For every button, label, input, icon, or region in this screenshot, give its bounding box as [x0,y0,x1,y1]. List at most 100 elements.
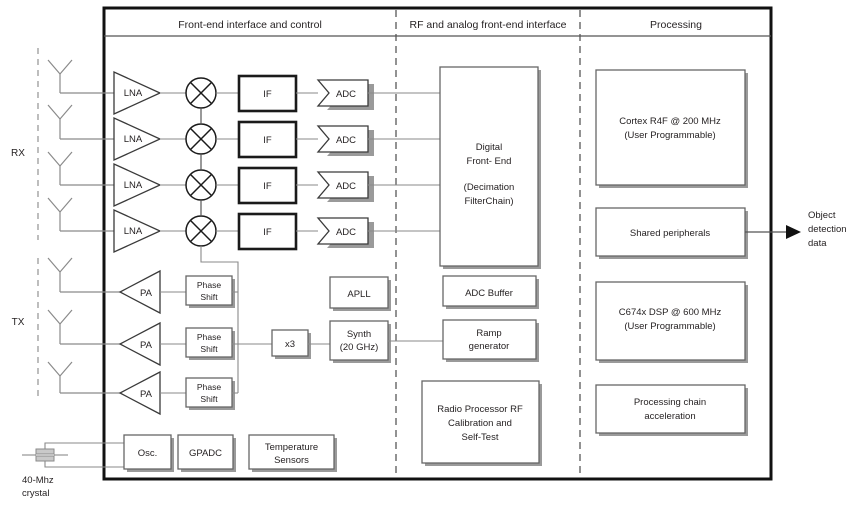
proc-chain-line2: acceleration [644,411,695,422]
mixer-2 [185,123,217,155]
adc-buffer-block: ADC Buffer [442,275,539,309]
cortex-line2: (User Programmable) [624,130,715,141]
radio-proc-line3: Self-Test [462,432,499,443]
multiplier-x3-block: x3 [271,329,311,359]
adc-2-label: ADC [336,135,356,146]
synth-line2: (20 GHz) [340,342,379,353]
ps-2-line1: Phase [197,332,222,342]
if-3-label: IF [263,181,272,192]
tx-antenna-2 [47,309,122,345]
if-2-label: IF [263,135,272,146]
output-line1: Object [808,210,836,221]
lna-3-label: LNA [124,180,143,191]
digital-front-end-block: Digital Front- End (Decimation FilterCha… [439,66,541,269]
adc-4-label: ADC [336,227,356,238]
output-line3: data [808,238,827,249]
chip-boundary [102,6,773,481]
adc-1-label: ADC [336,89,356,100]
adc-4: ADC [316,217,374,248]
apll-label: APLL [347,289,370,300]
dsp-block: C674x DSP @ 600 MHz (User Programmable) [595,281,748,363]
cortex-line1: Cortex R4F @ 200 MHz [619,116,721,127]
mixer-4 [185,215,217,247]
pa-3-label: PA [140,389,153,400]
temperature-sensors-block: Temperature Sensors [248,434,337,472]
ps-3-line2: Shift [200,394,218,404]
apll-block: APLL [329,276,391,311]
dfe-line2: Front- End [467,156,512,167]
if-4-label: IF [263,227,272,238]
osc-block: Osc. [123,434,174,472]
phase-shift-1: Phase Shift [185,275,235,308]
osc-label: Osc. [138,448,158,459]
lna-1-label: LNA [124,88,143,99]
processing-chain-block: Processing chain acceleration [595,384,748,436]
lna-3: LNA [113,162,162,208]
dfe-line1: Digital [476,142,502,153]
dfe-line4: FilterChain) [464,196,513,207]
temp-line1: Temperature [265,442,318,453]
dfe-line3: (Decimation [464,182,515,193]
dsp-line1: C674x DSP @ 600 MHz [619,307,722,318]
tx-antenna-1 [47,257,122,293]
ramp-generator-block: Ramp generator [442,319,539,362]
radio-proc-line2: Calibration and [448,418,512,429]
synth-block: Synth (20 GHz) [329,320,391,363]
x3-label: x3 [285,339,295,350]
if-block-3: IF [237,166,298,205]
lna-1: LNA [113,70,162,116]
crystal-line1: 40-Mhz [22,475,54,486]
lna-2: LNA [113,116,162,162]
crystal-symbol-icon [22,442,124,468]
pa-3: PA [118,370,161,416]
adc-2: ADC [316,125,374,156]
adc-buffer-label: ADC Buffer [465,288,513,299]
if-1-label: IF [263,89,272,100]
dsp-line2: (User Programmable) [624,321,715,332]
crystal-line2: crystal [22,488,49,499]
section-title-front-end: Front-end interface and control [178,19,322,31]
lna-4: LNA [113,208,162,254]
ramp-line2: generator [469,341,510,352]
mixer-3 [185,169,217,201]
pa-1: PA [118,269,161,315]
gpadc-block: GPADC [177,434,236,472]
proc-chain-line1: Processing chain [634,397,706,408]
tx-antenna-3 [47,361,122,394]
shared-peripherals-label: Shared peripherals [630,228,711,239]
pa-2: PA [118,321,161,367]
mixer-1 [185,77,217,109]
output-arrow-icon [786,225,801,239]
ps-1-line1: Phase [197,280,222,290]
ps-1-line2: Shift [200,292,218,302]
if-block-4: IF [237,212,298,251]
if-block-1: IF [237,74,298,113]
label-rx: RX [11,148,25,159]
phase-shift-2: Phase Shift [185,327,235,360]
adc-3: ADC [316,171,374,202]
section-title-rf-analog: RF and analog front-end interface [409,19,566,31]
pa-2-label: PA [140,340,153,351]
gpadc-label: GPADC [189,448,222,459]
temp-line2: Sensors [274,455,309,466]
phase-shift-3: Phase Shift [185,377,235,410]
ramp-line1: Ramp [476,328,501,339]
section-title-processing: Processing [650,19,702,31]
output-line2: detection [808,224,847,235]
cortex-r4f-block: Cortex R4F @ 200 MHz (User Programmable) [595,69,748,188]
radio-proc-line1: Radio Processor RF [437,404,523,415]
radio-processor-block: Radio Processor RF Calibration and Self-… [421,380,542,466]
label-tx: TX [12,317,25,328]
ps-3-line1: Phase [197,382,222,392]
pa-1-label: PA [140,288,153,299]
adc-3-label: ADC [336,181,356,192]
adc-1: ADC [316,79,374,110]
lna-2-label: LNA [124,134,143,145]
lo-distribution-bus [200,246,239,393]
if-block-2: IF [237,120,298,159]
shared-peripherals-block: Shared peripherals [595,207,748,259]
ps-2-line2: Shift [200,344,218,354]
synth-line1: Synth [347,329,371,340]
